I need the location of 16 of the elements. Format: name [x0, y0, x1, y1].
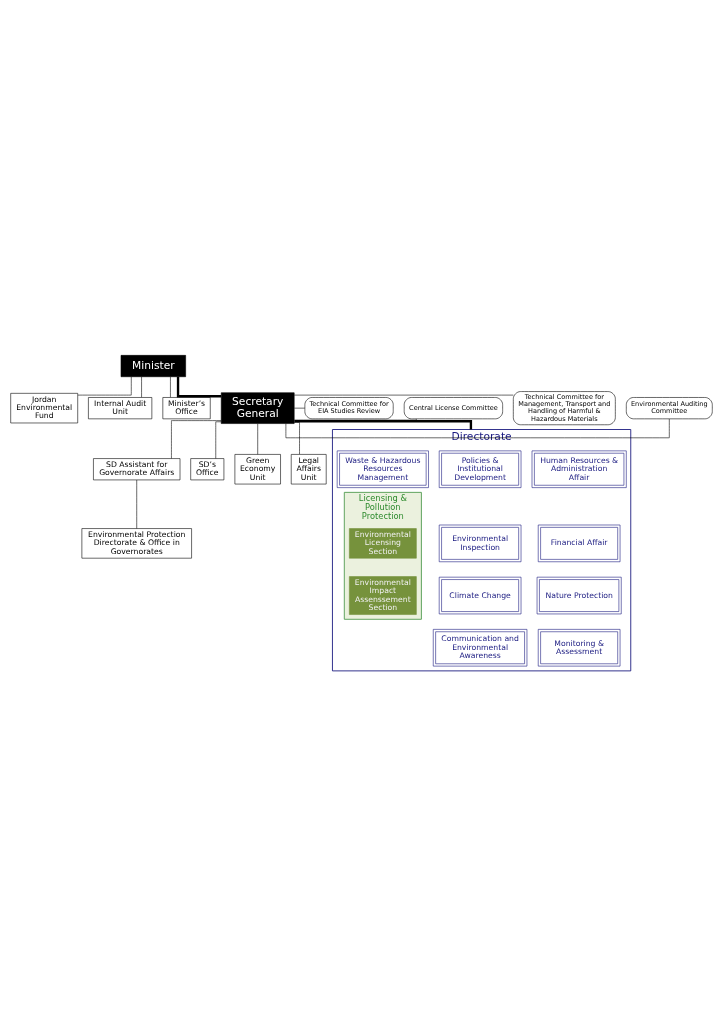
connector: [77, 376, 132, 395]
connector: [171, 419, 222, 459]
connector: [136, 479, 138, 529]
connector: [294, 419, 473, 429]
node-box: Secretary General: [220, 391, 295, 424]
connector: [294, 418, 417, 420]
connector: [293, 421, 300, 454]
connector: [293, 394, 514, 395]
connector: [294, 407, 306, 408]
connector: [170, 376, 171, 397]
connector: [285, 418, 670, 438]
connector: [257, 422, 258, 455]
connector: [215, 421, 222, 459]
connector: [141, 376, 142, 397]
connector: [176, 376, 222, 397]
node-box: Minister: [120, 354, 186, 377]
